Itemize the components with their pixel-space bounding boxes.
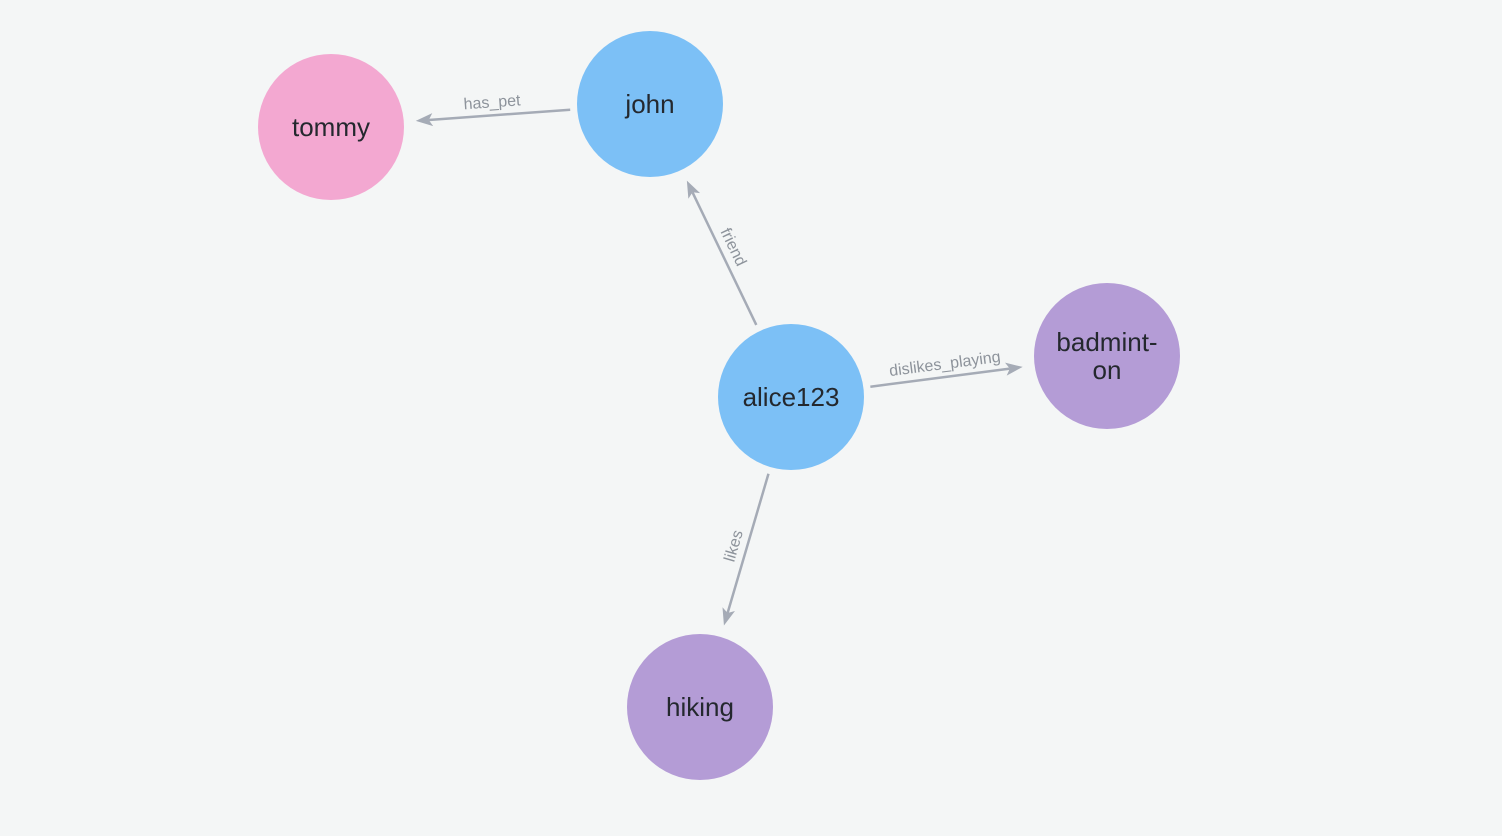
edge-line: [726, 473, 770, 614]
edge-alice123-john[interactable]: friend: [686, 180, 758, 326]
edge-label-dislikes_playing: dislikes_playing: [888, 349, 1001, 380]
node-john[interactable]: john: [577, 31, 723, 177]
edge-line: [428, 108, 571, 122]
node-circle-hiking[interactable]: [627, 634, 773, 780]
node-tommy[interactable]: tommy: [258, 54, 404, 200]
node-circle-badminton[interactable]: [1034, 283, 1180, 429]
edge-line: [691, 191, 758, 326]
arrowhead-icon: [686, 180, 701, 199]
edge-alice123-hiking[interactable]: likes: [722, 473, 770, 626]
edge-label-friend: friend: [717, 226, 750, 269]
node-alice123[interactable]: alice123: [718, 324, 864, 470]
arrowhead-icon: [1005, 362, 1023, 376]
edge-alice123-badminton[interactable]: dislikes_playing: [870, 349, 1023, 388]
node-hiking[interactable]: hiking: [627, 634, 773, 780]
node-circle-alice123[interactable]: [718, 324, 864, 470]
edge-john-tommy[interactable]: has_pet: [415, 92, 571, 127]
arrowhead-icon: [415, 113, 434, 127]
node-circle-tommy[interactable]: [258, 54, 404, 200]
edge-line: [870, 367, 1010, 388]
edge-label-has_pet: has_pet: [463, 92, 522, 113]
node-circle-john[interactable]: [577, 31, 723, 177]
arrowhead-icon: [722, 607, 735, 626]
node-badminton[interactable]: badmint-on: [1034, 283, 1180, 429]
